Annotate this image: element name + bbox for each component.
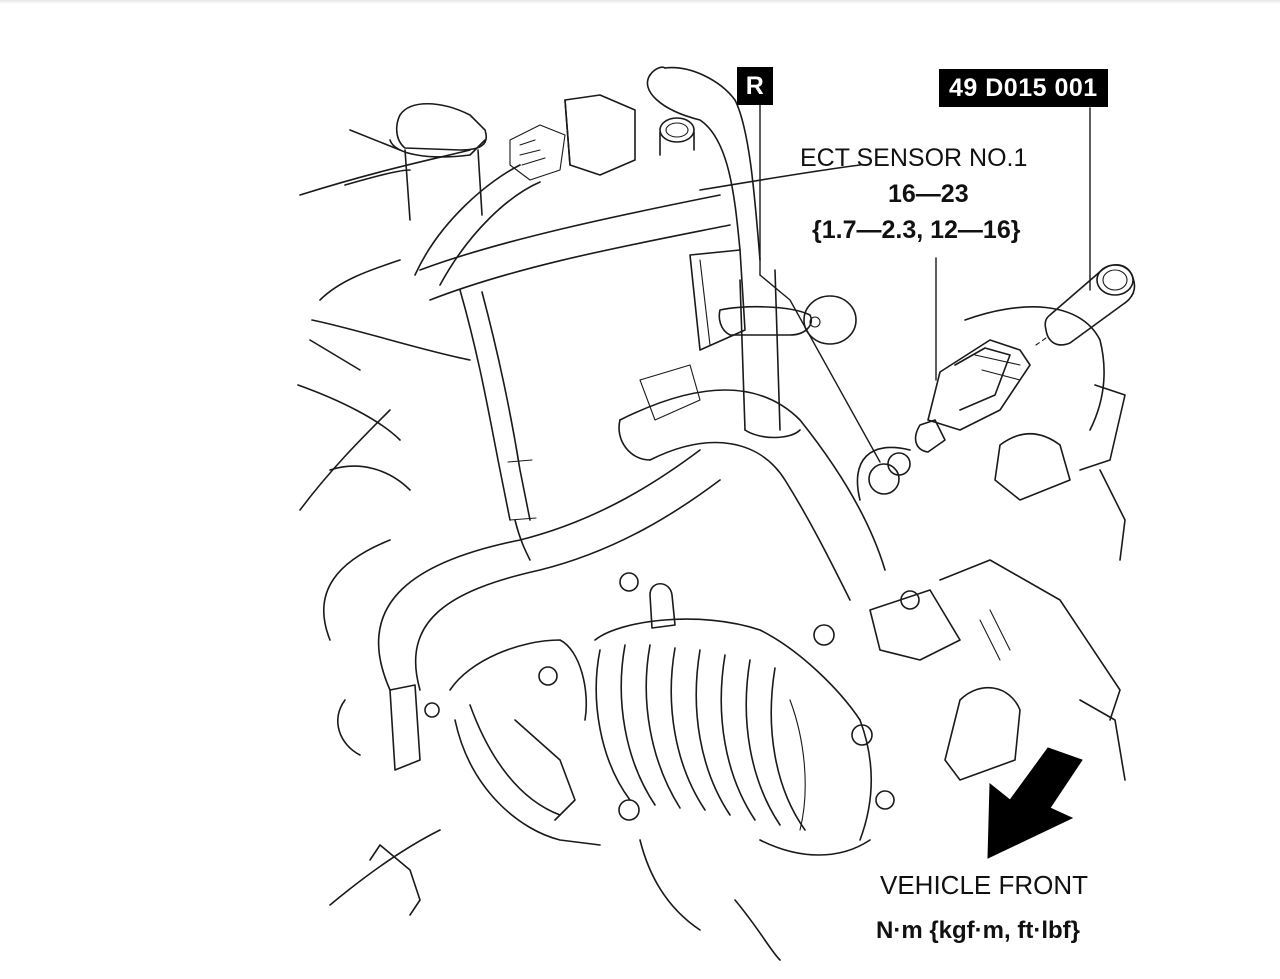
ect-sensor-label: ECT SENSOR NO.1 bbox=[800, 144, 1028, 172]
torque-units-legend: N·m {kgf·m, ft·lbf} bbox=[876, 917, 1080, 944]
ect-torque-nm: 16—23 bbox=[888, 180, 969, 208]
top-edge-shade bbox=[0, 0, 1280, 4]
callout-tag-r: R bbox=[737, 67, 773, 105]
upper-pipe bbox=[419, 164, 861, 301]
hose-lower-large bbox=[322, 449, 721, 756]
intake-bellows bbox=[594, 618, 873, 856]
vehicle-front-label: VEHICLE FRONT bbox=[880, 870, 1089, 900]
special-tool-tube-icon bbox=[1035, 263, 1136, 346]
leader-lines bbox=[759, 104, 1091, 463]
right-housing bbox=[964, 306, 1126, 561]
reservoir-cap bbox=[344, 102, 487, 221]
vehicle-front-arrow-icon bbox=[987, 747, 1083, 859]
ect-torque-alt-units: {1.7—2.3, 12—16} bbox=[812, 216, 1021, 244]
round-cap bbox=[659, 117, 695, 156]
hose-left-upper bbox=[414, 164, 541, 561]
connector-box bbox=[509, 94, 636, 181]
lower-left-lines bbox=[329, 829, 781, 961]
hose-to-throttle bbox=[618, 364, 886, 601]
ect-sensor-icon bbox=[914, 339, 1031, 453]
throttle-linkage bbox=[813, 559, 1126, 810]
hose-center-vertical bbox=[646, 66, 761, 261]
throttle-upper-block bbox=[689, 249, 857, 439]
engine-background-lines bbox=[297, 129, 471, 511]
throttle-body bbox=[389, 572, 676, 846]
sensor-port bbox=[856, 446, 911, 501]
callout-tag-special-tool: 49 D015 001 bbox=[939, 69, 1108, 107]
